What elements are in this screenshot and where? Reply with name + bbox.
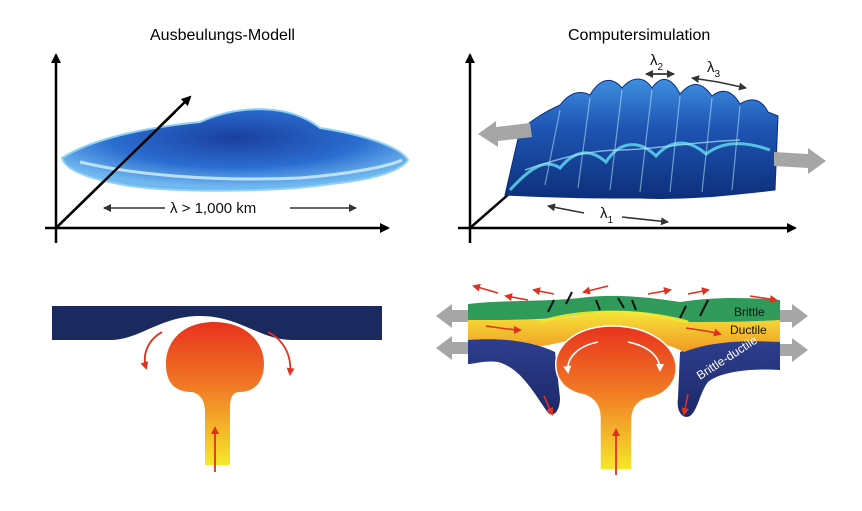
extension-arrow-lower-left [436,336,468,360]
extension-arrow-left [478,121,532,147]
surface-ridge-front [508,141,771,192]
simulated-surface [504,78,779,199]
mantle-plume [166,322,264,465]
sim-depth-axis [469,192,511,229]
lambda3-arrow-right [717,81,747,91]
surface-ridge-mid [524,139,741,171]
simulated-plume [555,325,677,471]
fault [617,297,625,309]
surface-arrow-3 [532,287,555,296]
lambda3-arrow-left [691,75,719,84]
extension-arrow-lower-right [780,338,808,362]
surface-arrow-7 [749,295,778,304]
lambda3-label: λ3 [707,59,721,80]
lambda1-arrow-left [547,203,585,214]
ductile-label: Ductile [730,323,767,337]
lambda2-label: λ2 [650,52,664,73]
sim-plume-flow-arrow-right [627,341,664,372]
plume-flow-arrow-left [140,331,163,370]
surface-arrow-6 [687,287,710,296]
extension-arrow-upper-right [780,304,808,328]
surface-arrow-4 [582,285,609,295]
fault [699,299,709,317]
bulge-highlight [79,158,403,181]
lithosphere-bulge [60,108,410,192]
brittle-label: Brittle [734,305,765,319]
ductile-highlight [539,310,689,324]
layered-model-panel: Brittle Ductile Brittle-ductile [436,283,808,475]
fault [679,305,687,319]
wavelength-label: λ > 1,000 km [170,200,256,217]
surface-arrow-1 [472,283,499,294]
surface-arrow-5 [647,287,672,296]
surface-arrow-2 [504,293,529,302]
fault [631,299,637,311]
brittle-ductile-layer-right [677,339,780,417]
fault [595,299,601,311]
sim-plume-flow-arrow-left [563,341,599,374]
surface-streaks [544,89,741,193]
lambda1-label: λ1 [600,205,614,226]
depth-axis-over [55,111,176,229]
faults [547,291,709,319]
brittle-ductile-layer-left [468,338,560,415]
fault [547,299,555,313]
bulge-model-panel: λ > 1,000 km [45,53,410,243]
drip-arrow-right [681,393,690,416]
drip-arrow-left [543,395,554,416]
plume-model-panel [52,306,382,472]
title-computer-simulation: Computersimulation [568,27,711,44]
fault [565,291,573,305]
title-bulge-model: Ausbeulungs-Modell [150,27,295,44]
brittle-layer [468,295,780,322]
lithosphere-slab [52,306,382,340]
simulation-panel: λ1 λ2 λ3 [458,52,826,243]
extension-arrow-upper-left [436,304,468,328]
ductile-flow-arrow-left [485,325,522,334]
plume-flow-arrow-right [267,331,295,376]
extension-arrow-right [774,148,826,174]
lambda1-arrow-right [621,216,669,226]
ductile-flow-arrow-right [685,327,722,337]
